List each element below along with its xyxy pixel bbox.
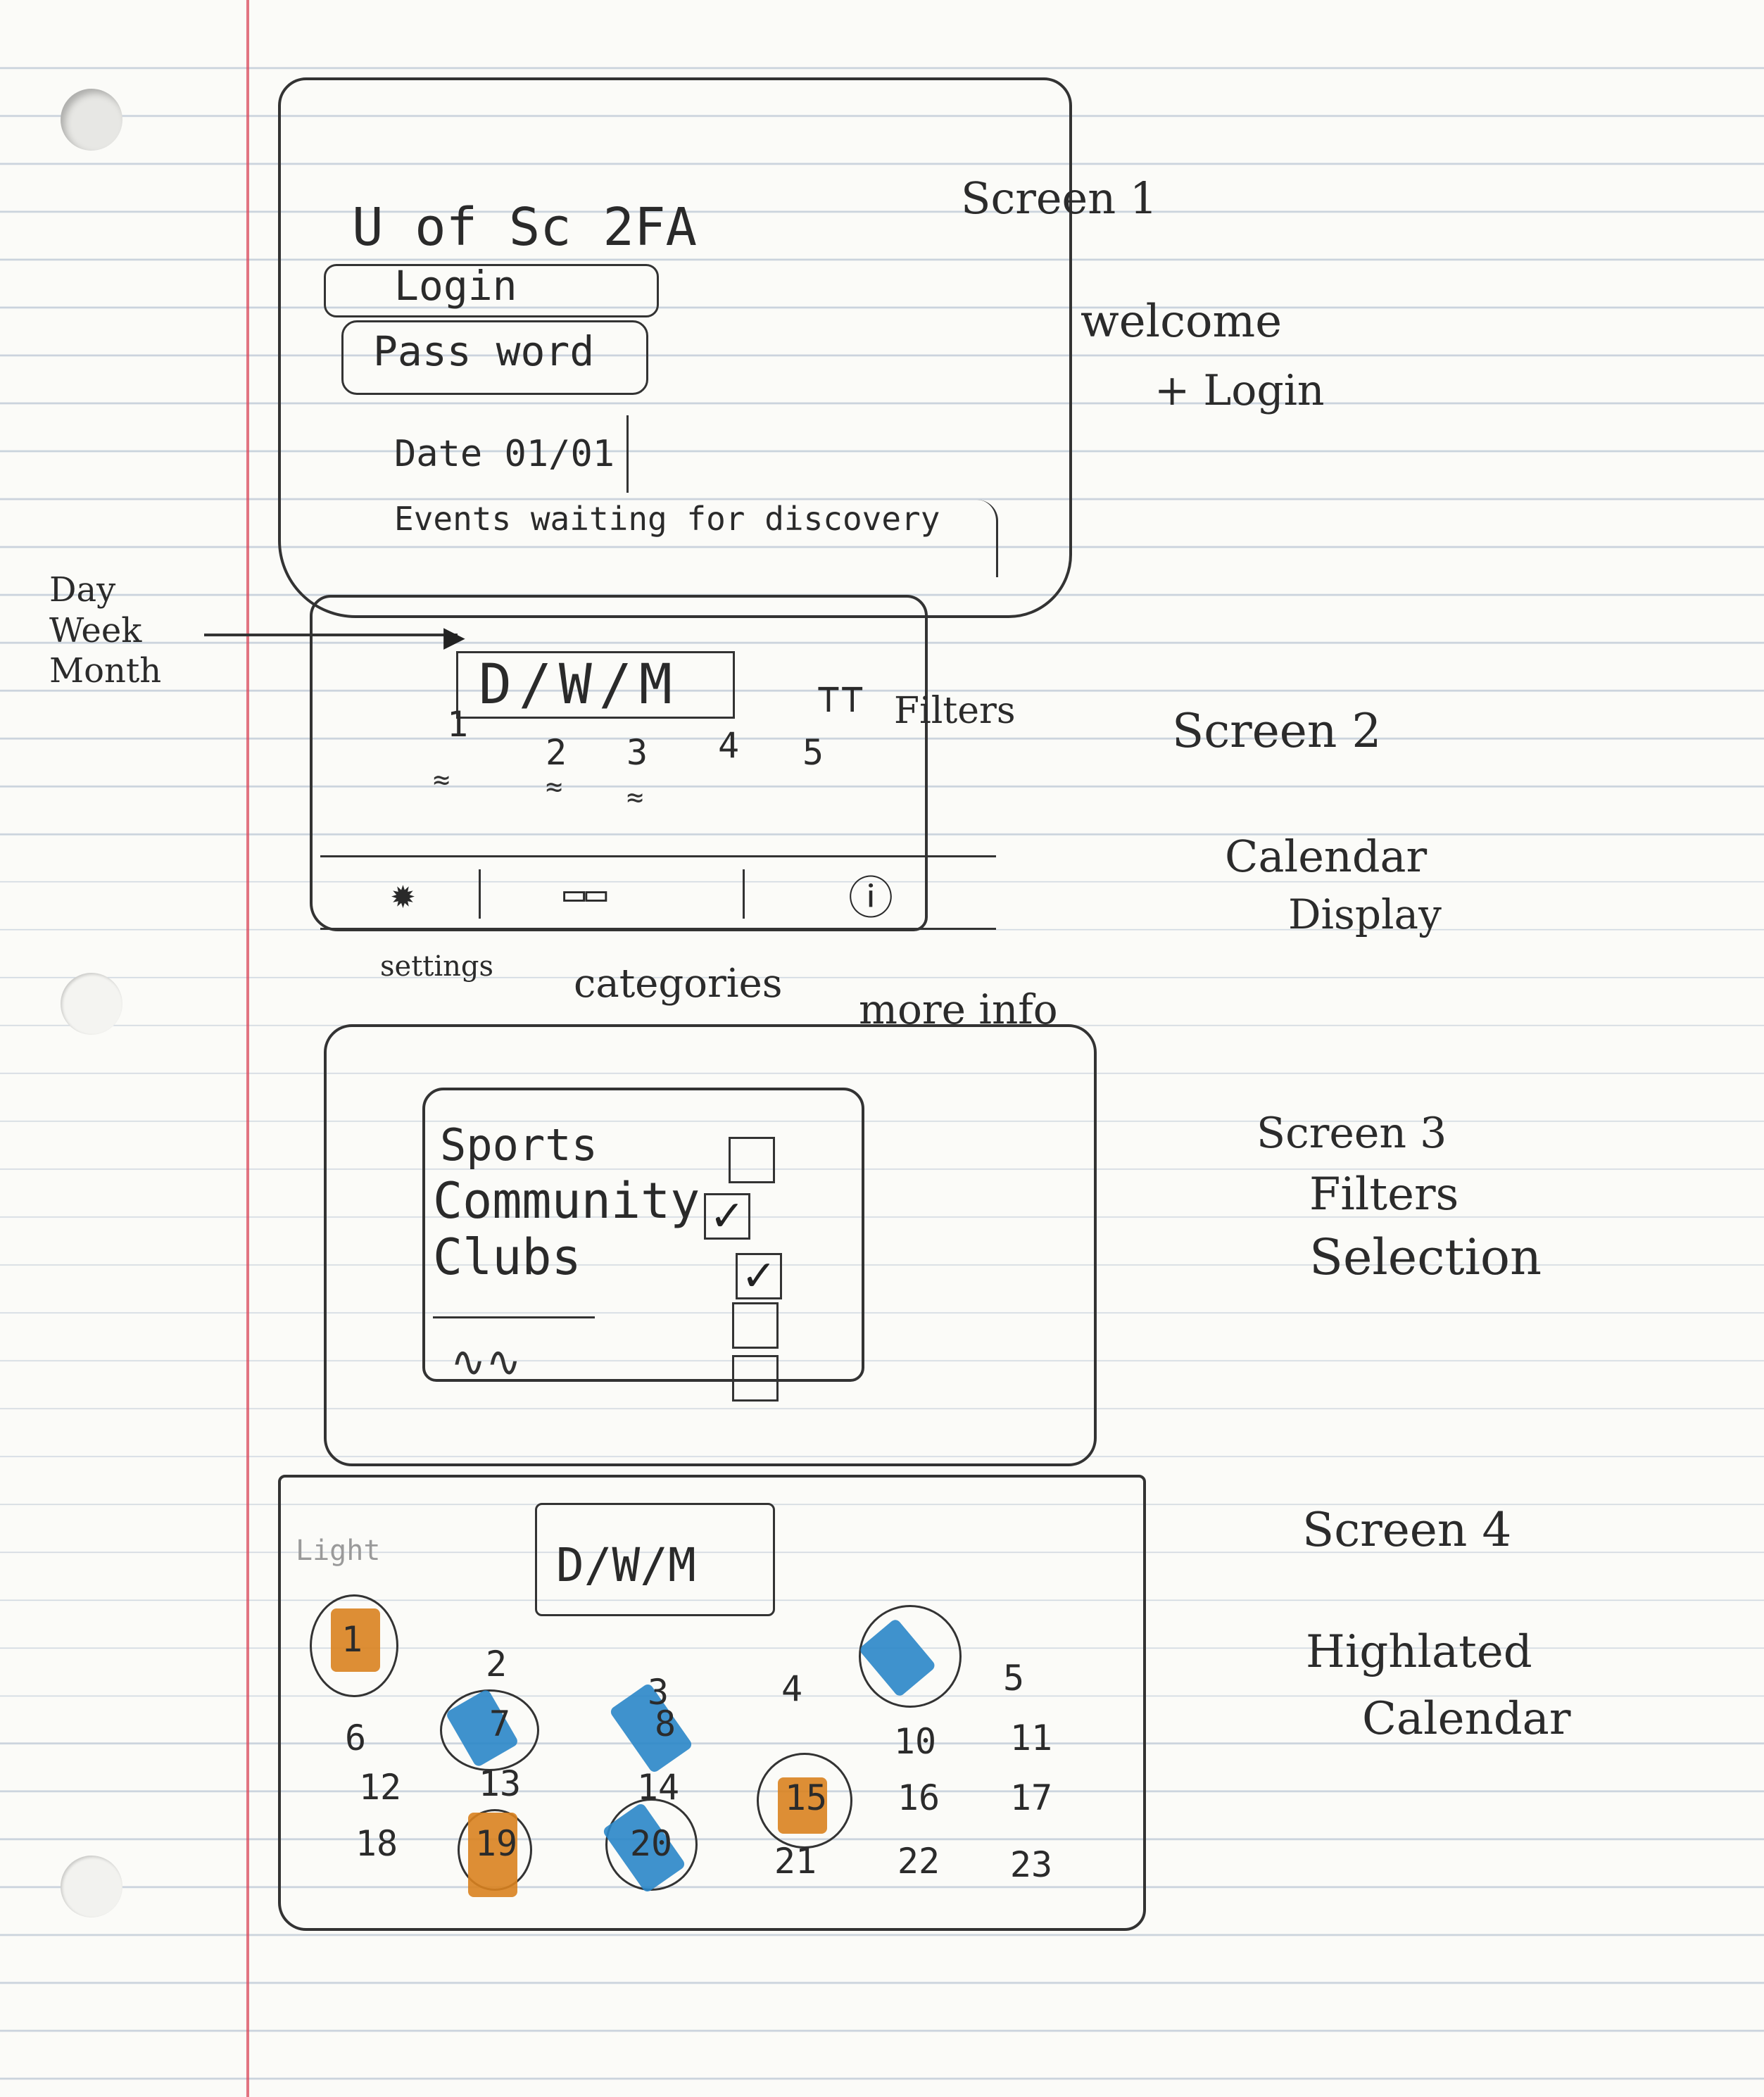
calendar-day[interactable]: 6 [344,1718,367,1758]
note-screen4-title: Screen 4 [1302,1503,1512,1557]
month-toggle-label: D/W/M [556,1538,696,1592]
filter-checkbox[interactable] [732,1355,779,1402]
margin-line [246,0,249,2097]
nav-divider [479,869,481,919]
note-screen1-a: welcome [1081,296,1283,348]
date-box [377,415,629,493]
event-highlight-orange[interactable] [778,1777,827,1834]
info-icon[interactable]: ⓘ [848,873,893,925]
calendar-day[interactable]: 19 [474,1823,518,1864]
calendar-day[interactable]: 4 [781,1668,803,1709]
filters-label: Filters [894,690,1016,732]
note-screen2-title: Screen 2 [1172,704,1382,758]
arrow-line [204,634,458,636]
note-screen1-title: Screen 1 [961,172,1158,224]
calendar-day[interactable]: 23 [1009,1844,1053,1885]
categories-label: categories [574,961,783,1007]
filter-option-label: Sports [440,1119,598,1171]
screen2-frame [310,595,928,931]
categories-icon[interactable]: ▭▭ [563,873,607,915]
login-label: Login [394,262,517,310]
calendar-day[interactable]: 20 [629,1823,673,1864]
day-number: 1 [446,704,469,745]
note-screen3-b: Selection [1309,1228,1542,1286]
punch-hole [61,973,122,1035]
arrow-head-icon: ▶ [443,621,465,653]
filter-placeholder-squiggle: ∿∿ [451,1337,522,1387]
events-box [391,500,998,577]
gear-icon[interactable]: ✹ [391,869,415,917]
month-toggle-box[interactable] [535,1503,775,1616]
calendar-day[interactable]: 3 [647,1672,669,1713]
calendar-day[interactable]: 21 [774,1841,817,1882]
calendar-day[interactable]: 13 [478,1763,522,1804]
toggle-label: D/W/M [479,653,679,717]
calendar-day[interactable]: 10 [893,1721,937,1762]
calendar-day[interactable]: 5 [1002,1658,1025,1699]
calendar-day[interactable]: 7 [489,1704,511,1744]
highlight-circle [859,1605,962,1708]
highlight-circle [440,1689,539,1771]
day-number: 2 [545,732,567,773]
punch-hole [61,1856,122,1917]
note-screen1-b: + Login [1154,366,1325,415]
calendar-day[interactable]: 14 [636,1767,680,1808]
calendar-day[interactable]: 17 [1009,1777,1053,1818]
calendar-day[interactable]: 11 [1009,1718,1053,1758]
login-field[interactable] [324,264,659,317]
event-highlight-orange[interactable] [468,1813,517,1897]
app-title: U of Sc 2FA [352,197,698,258]
events-label: Events waiting for discovery [394,500,940,538]
day-number: 3 [626,732,648,773]
day-number: 5 [802,732,824,773]
filter-dialog [422,1088,864,1382]
note-screen2-a: Calendar [1225,831,1428,882]
day-number: 4 [717,725,740,766]
filter-checkbox[interactable] [732,1302,779,1349]
note-screen3-title: Screen 3 [1256,1109,1447,1158]
side-note-text: Day Week Month [49,570,162,691]
password-label: Pass word [373,327,595,375]
event-highlight-orange[interactable] [331,1608,380,1672]
screen1-frame [278,77,1072,618]
calendar-day[interactable]: 12 [358,1767,402,1808]
calendar-day[interactable]: 22 [897,1841,940,1882]
screen3-frame [324,1024,1097,1466]
filter-placeholder-line [433,1316,595,1318]
filter-option-label: Clubs [433,1228,581,1286]
password-field[interactable] [341,320,648,395]
calendar-day[interactable]: 2 [485,1644,508,1684]
punch-hole [61,89,122,151]
calendar-day[interactable]: 15 [784,1777,828,1818]
calendar-day[interactable]: 1 [341,1619,363,1660]
bottom-nav-bar [320,855,996,930]
side-note-day-week-month: Day Week Month [49,570,204,692]
screen4-frame [278,1475,1146,1931]
filter-option-label: Community [433,1172,700,1230]
event-squiggle: ≈ [626,781,644,814]
highlight-circle [757,1753,852,1849]
event-squiggle: ≈ [546,771,563,803]
calendar-day[interactable]: 16 [897,1777,940,1818]
highlight-circle [310,1594,398,1697]
corner-label: Light [296,1535,381,1567]
filter-checkbox-checked[interactable]: ✓ [736,1253,782,1299]
date-label: Date 01/01 [394,433,615,475]
calendar-day[interactable]: 18 [355,1823,398,1864]
nav-divider [743,869,745,919]
filter-icon[interactable]: ⊤⊤ [817,676,864,722]
note-screen3-a: Filters [1309,1169,1459,1221]
note-screen2-b: Display [1288,890,1442,938]
filter-checkbox[interactable] [729,1137,775,1183]
filter-checkbox-checked[interactable]: ✓ [704,1193,750,1240]
day-week-month-toggle[interactable] [456,651,735,719]
note-screen4-b: Calendar [1362,1693,1571,1745]
settings-label: settings [380,950,494,983]
calendar-day[interactable]: 8 [654,1704,676,1744]
event-squiggle: ≈ [433,764,451,796]
note-screen4-a: Highlated [1306,1626,1532,1678]
